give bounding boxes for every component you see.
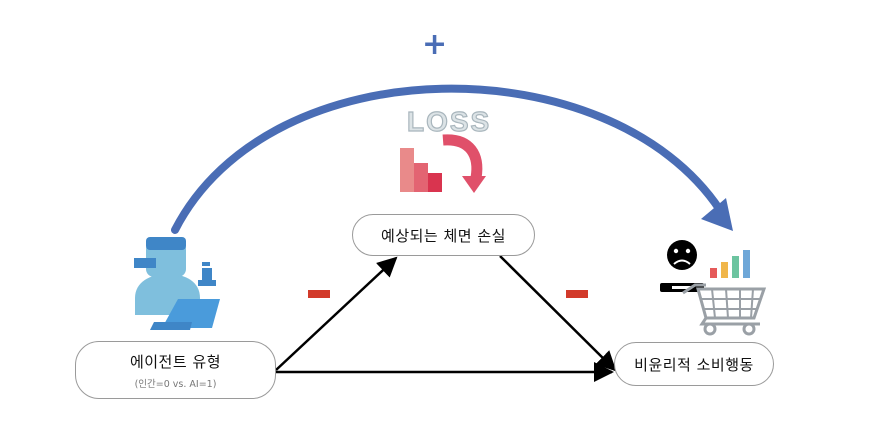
- negative-sign-1: [308, 290, 330, 298]
- positive-arc-arrowhead: [701, 198, 733, 231]
- unethical-consumption-label: 비윤리적 소비행동: [634, 355, 754, 374]
- agent-type-node: 에이전트 유형 (인간=0 vs. AI=1): [75, 341, 276, 399]
- arrow-loss-to-unethical: [499, 255, 617, 372]
- agent-type-label: 에이전트 유형: [129, 352, 222, 371]
- positive-arc: [171, 84, 724, 234]
- expected-face-loss-label: 예상되는 체면 손실: [381, 226, 506, 245]
- sad-shopper-cart-icon: [660, 240, 767, 336]
- unethical-consumption-node: 비윤리적 소비행동: [614, 342, 774, 386]
- person-laptop-icon: [134, 237, 220, 330]
- loss-icon-text: LOSS: [407, 106, 491, 137]
- arrow-agent-to-loss: [275, 256, 398, 371]
- expected-face-loss-node: 예상되는 체면 손실: [352, 214, 535, 256]
- negative-sign-2: [566, 290, 588, 298]
- positive-sign: +: [422, 27, 448, 62]
- agent-type-sublabel: (인간=0 vs. AI=1): [134, 378, 217, 390]
- loss-chart-icon: LOSS: [400, 105, 491, 193]
